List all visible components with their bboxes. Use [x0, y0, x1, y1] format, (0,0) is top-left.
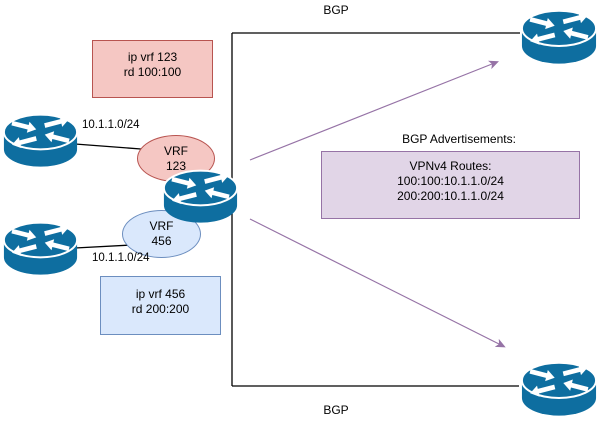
- vrf-456-label-line1: VRF: [149, 219, 174, 233]
- subnet-label-top: 10.1.1.0/24: [82, 119, 140, 131]
- bgp-advertisement-arrow-bottom: [249, 218, 506, 348]
- ce-router-top-icon: [2, 112, 79, 168]
- vpnv4-routes-title: VPNv4 Routes:: [409, 159, 492, 173]
- vrf-456-config-line2: rd 200:200: [131, 302, 190, 316]
- vrf-123-label-line1: VRF: [164, 143, 188, 158]
- bgp-label-top: BGP: [323, 3, 349, 17]
- vrf-123-config-line2: rd 100:100: [123, 65, 182, 79]
- bgp-label-bottom: BGP: [323, 403, 349, 417]
- pe-router-center-icon: [162, 168, 239, 224]
- vrf-456-config-line1: ip vrf 456: [135, 287, 186, 301]
- remote-router-bottom-icon: [520, 360, 598, 417]
- subnet-label-bottom: 10.1.1.0/24: [92, 252, 150, 264]
- vpnv4-route-1: 100:100:10.1.1.0/24: [397, 174, 504, 188]
- ce-router-bottom-icon: [2, 220, 79, 276]
- vrf-123-config-box: ip vrf 123 rd 100:100: [92, 40, 213, 98]
- vpnv4-routes-box: VPNv4 Routes: 100:100:10.1.1.0/24 200:20…: [321, 151, 580, 219]
- vrf-456-config-box: ip vrf 456 rd 200:200: [100, 276, 221, 335]
- vrf-123-config-line1: ip vrf 123: [127, 50, 178, 64]
- vpnv4-route-2: 200:200:10.1.1.0/24: [397, 189, 504, 203]
- remote-router-top-icon: [520, 8, 598, 65]
- bgp-advertisement-arrow-top: [249, 60, 499, 161]
- ce-top-to-vrf123-link: [74, 143, 142, 150]
- vrf-123-label-line2: 123: [165, 158, 187, 173]
- bgp-advertisements-title: BGP Advertisements:: [402, 132, 516, 146]
- vrf-456-label-line2: 456: [151, 234, 172, 248]
